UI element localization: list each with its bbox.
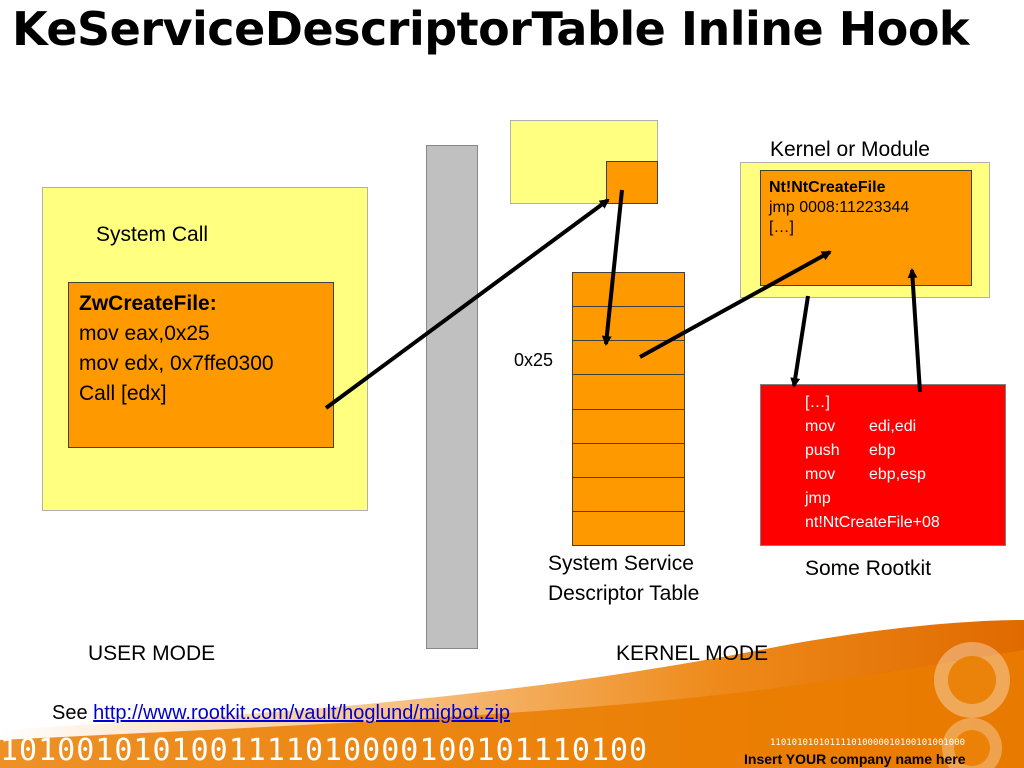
arrow-syscall-to-kernel-entry (324, 198, 610, 410)
company-name-placeholder: Insert YOUR company name here (744, 751, 966, 767)
footer-swoosh-graphic (0, 620, 1024, 768)
ssdt-entry (573, 273, 684, 308)
rootkit-line: […] (805, 394, 830, 411)
ntcreatefile-code-box: Nt!NtCreateFile jmp 0008:11223344 […] (760, 170, 972, 286)
zwcreatefile-code-box: ZwCreateFile: mov eax,0x25 mov edx, 0x7f… (68, 282, 334, 448)
arrow-kernel-entry-to-ssdt (601, 189, 624, 346)
kernel-mode-label: KERNEL MODE (616, 642, 769, 665)
zwcreatefile-heading: ZwCreateFile: (79, 292, 217, 315)
ssdt-table (572, 272, 685, 546)
ssdt-entry (573, 444, 684, 478)
code-line: Call [edx] (79, 382, 167, 405)
ssdt-entry (573, 478, 684, 512)
code-line: jmp 0008:11223344 (769, 199, 910, 216)
ssdt-entry (573, 307, 684, 342)
user-mode-label: USER MODE (88, 642, 216, 665)
ssdt-entry (573, 341, 684, 376)
rootkit-line: jmp (805, 490, 831, 507)
see-prefix: See (52, 702, 88, 724)
migbot-link[interactable]: http://www.rootkit.com/vault/hoglund/mig… (93, 702, 511, 724)
rootkit-label: Some Rootkit (805, 557, 932, 580)
ssdt-entry (573, 410, 684, 444)
code-line: […] (769, 219, 794, 236)
system-call-label: System Call (96, 223, 209, 246)
slide-title: KeServiceDescriptorTable Inline Hook (12, 2, 970, 56)
binary-decoration-large: 1010010101001111010000100101110100 (0, 734, 649, 768)
arrow-ssdt-to-ntcreatefile (639, 250, 832, 359)
ssdt-index-label: 0x25 (514, 350, 554, 370)
kernel-entry-slot (606, 161, 658, 204)
kernel-module-label: Kernel or Module (770, 138, 930, 161)
ssdt-caption-line1: System Service (548, 552, 694, 575)
rootkit-line: nt!NtCreateFile+08 (805, 514, 940, 531)
ssdt-caption-line2: Descriptor Table (548, 582, 700, 605)
binary-decoration-small: 110101010101111010000010100101001000 (770, 738, 966, 748)
see-reference: See http://www.rootkit.com/vault/hoglund… (52, 702, 510, 725)
ssdt-entry (573, 375, 684, 410)
arrow-rootkit-to-ntcreatefile (907, 268, 922, 393)
ntcreatefile-heading: Nt!NtCreateFile (769, 179, 886, 196)
arrow-ntcreatefile-to-rootkit (790, 295, 810, 388)
code-line: mov edx, 0x7ffe0300 (79, 352, 274, 375)
code-line: mov eax,0x25 (79, 322, 210, 345)
mode-divider-bar (426, 145, 478, 649)
